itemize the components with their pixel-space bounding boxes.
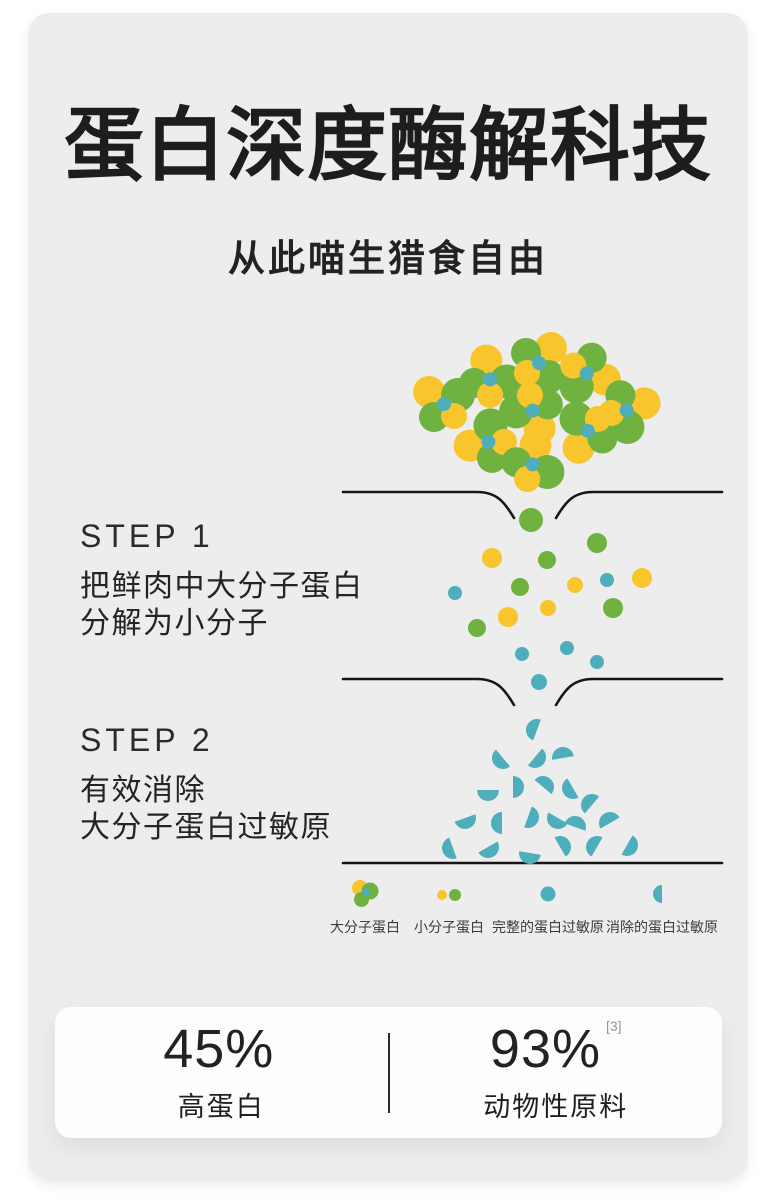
stat-animal-label: 动物性原料 [483, 1091, 629, 1122]
step-1-description: 把鲜肉中大分子蛋白 分解为小分子 [80, 570, 364, 640]
legend-item-label: 完整的蛋白过敏原 [492, 919, 604, 935]
page-subtitle: 从此喵生猎食自由 [228, 238, 548, 279]
intact-allergen-icon [532, 878, 564, 910]
small-protein-icon [433, 878, 465, 910]
legend-item: 消除的蛋白过敏原 [606, 878, 718, 937]
stat-animal-footnote: [3] [606, 1017, 622, 1034]
step-1-label: STEP 1 [80, 518, 214, 554]
legend-item-label: 小分子蛋白 [414, 919, 484, 935]
page-title: 蛋白深度酶解科技 [64, 101, 712, 190]
step-2-description: 有效消除 大分子蛋白过敏原 [80, 774, 332, 844]
stats-divider [387, 1032, 390, 1113]
step-2-block: STEP 2 有效消除 大分子蛋白过敏原 [80, 722, 332, 846]
legend-item-label: 大分子蛋白 [330, 919, 400, 935]
stats-card: 45% 高蛋白 93% [3] 动物性原料 [55, 1007, 722, 1138]
stat-animal-value: 93% [489, 1018, 601, 1079]
legend-item: 完整的蛋白过敏原 [492, 878, 604, 937]
legend: 大分子蛋白小分子蛋白完整的蛋白过敏原消除的蛋白过敏原 [326, 878, 718, 937]
stat-protein-value: 45% [163, 1018, 275, 1079]
legend-item: 大分子蛋白 [326, 878, 404, 937]
stat-protein: 45% 高蛋白 [55, 1022, 388, 1124]
stat-protein-label: 高蛋白 [177, 1091, 265, 1122]
macro-protein-icon [349, 878, 381, 910]
infographic-card [28, 13, 748, 1181]
step-2-label: STEP 2 [80, 722, 214, 758]
stat-animal-ingredients: 93% [3] 动物性原料 [390, 1018, 723, 1124]
removed-allergen-icon [646, 878, 678, 910]
step-1-block: STEP 1 把鲜肉中大分子蛋白 分解为小分子 [80, 518, 364, 642]
legend-item: 小分子蛋白 [410, 878, 488, 937]
legend-item-label: 消除的蛋白过敏原 [606, 919, 718, 935]
